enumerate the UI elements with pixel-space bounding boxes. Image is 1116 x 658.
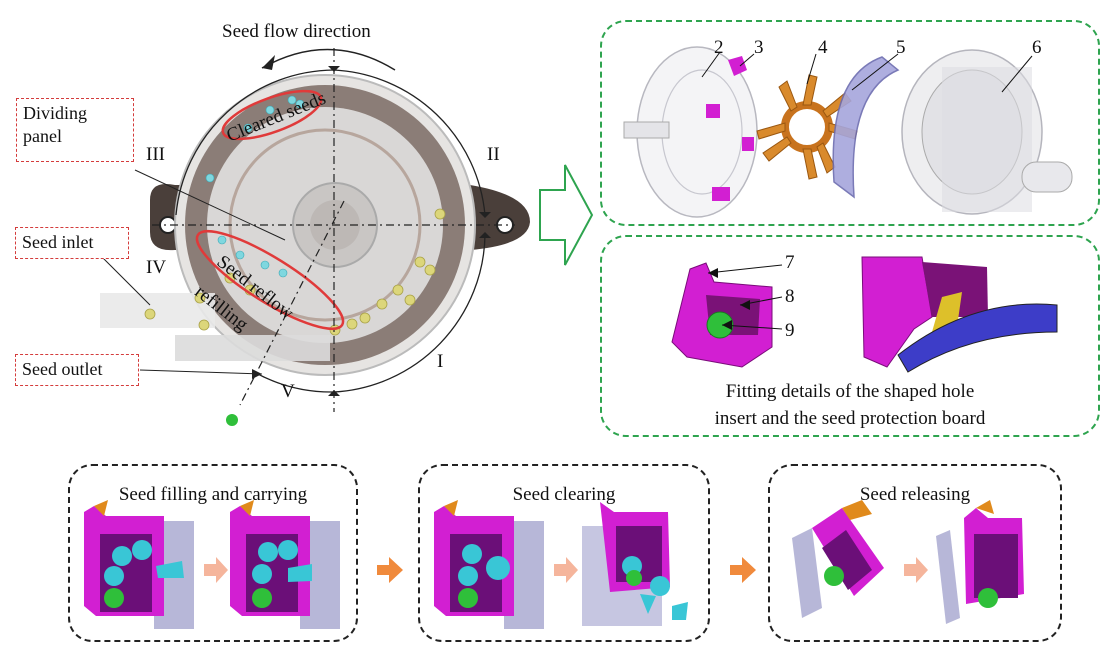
outer-zone-arc-lower <box>333 234 486 393</box>
flow-direction-arrow <box>261 48 396 71</box>
stage-title-clearing: Seed clearing <box>512 484 616 505</box>
diagonal-axis <box>239 200 345 406</box>
seed-outlet-tube <box>175 335 330 361</box>
exploded-view-panel: 2 3 4 5 6 <box>600 20 1100 226</box>
stage-filling-carrying: Seed filling and carrying <box>68 464 358 642</box>
dividing-panel-callout: Dividing panel <box>16 98 134 162</box>
stage-arrow-1 <box>377 557 403 583</box>
detail-view-drawing <box>671 256 1058 373</box>
part-number-4: 4 <box>818 37 828 58</box>
outer-zone-arc-bottom <box>253 371 335 393</box>
reflow-highlight <box>195 229 345 331</box>
falling-seed <box>226 414 238 426</box>
part-number-9: 9 <box>785 320 795 341</box>
outer-zone-arc-left <box>175 69 335 216</box>
flow-direction-label: Seed flow direction <box>222 21 371 42</box>
seed-particles <box>144 208 446 336</box>
zone-ii-label: II <box>487 144 500 165</box>
dividing-panel-line2: panel <box>23 125 62 146</box>
detail-caption-line2: insert and the seed protection board <box>714 408 986 429</box>
part-number-8: 8 <box>785 286 795 307</box>
seed-outlet-leader <box>139 369 263 375</box>
part-number-6: 6 <box>1032 37 1042 58</box>
part-number-3: 3 <box>754 37 764 58</box>
stage3-inner-arrow <box>904 557 928 583</box>
stage-title-filling: Seed filling and carrying <box>118 484 308 505</box>
stage-releasing-drawing <box>792 500 1024 624</box>
zone-iv-label: IV <box>146 257 167 278</box>
seed-inlet-leader <box>99 254 151 306</box>
transition-arrow <box>539 164 594 266</box>
seed-inlet-callout: Seed inlet <box>15 227 129 259</box>
zone-i-label: I <box>437 351 444 372</box>
stage-clearing: Seed clearing <box>418 464 710 642</box>
main-device-view: Seed flow direction Cleared seeds Seed r… <box>0 0 560 440</box>
dividing-panel-leader <box>134 169 286 241</box>
stage-clearing-drawing <box>434 500 688 629</box>
zone-iii-label: III <box>146 144 165 165</box>
stage2-inner-arrow <box>554 557 578 583</box>
part-number-7: 7 <box>785 252 795 273</box>
part-number-5: 5 <box>896 37 906 58</box>
cyan-seed-particles <box>205 95 305 278</box>
cleared-seeds-highlight <box>221 89 323 141</box>
stage1-inner-arrow <box>204 557 228 583</box>
stage-releasing: Seed releasing <box>768 464 1062 642</box>
device-drawing <box>99 48 530 426</box>
outer-zone-arc <box>333 69 486 216</box>
detail-view-panel: 7 8 9 Fitting details of the shaped hole… <box>600 235 1100 437</box>
exploded-view-drawing <box>623 46 1073 218</box>
stage-arrow-2 <box>730 557 756 583</box>
zone-v-label: V <box>281 381 295 402</box>
part-number-2: 2 <box>714 37 724 58</box>
seed-outlet-callout: Seed outlet <box>15 354 139 386</box>
dividing-panel-line1: Dividing <box>23 103 88 123</box>
stage-title-releasing: Seed releasing <box>859 484 971 505</box>
detail-caption-line1: Fitting details of the shaped hole <box>725 381 975 402</box>
stage-filling-drawing <box>84 500 340 629</box>
